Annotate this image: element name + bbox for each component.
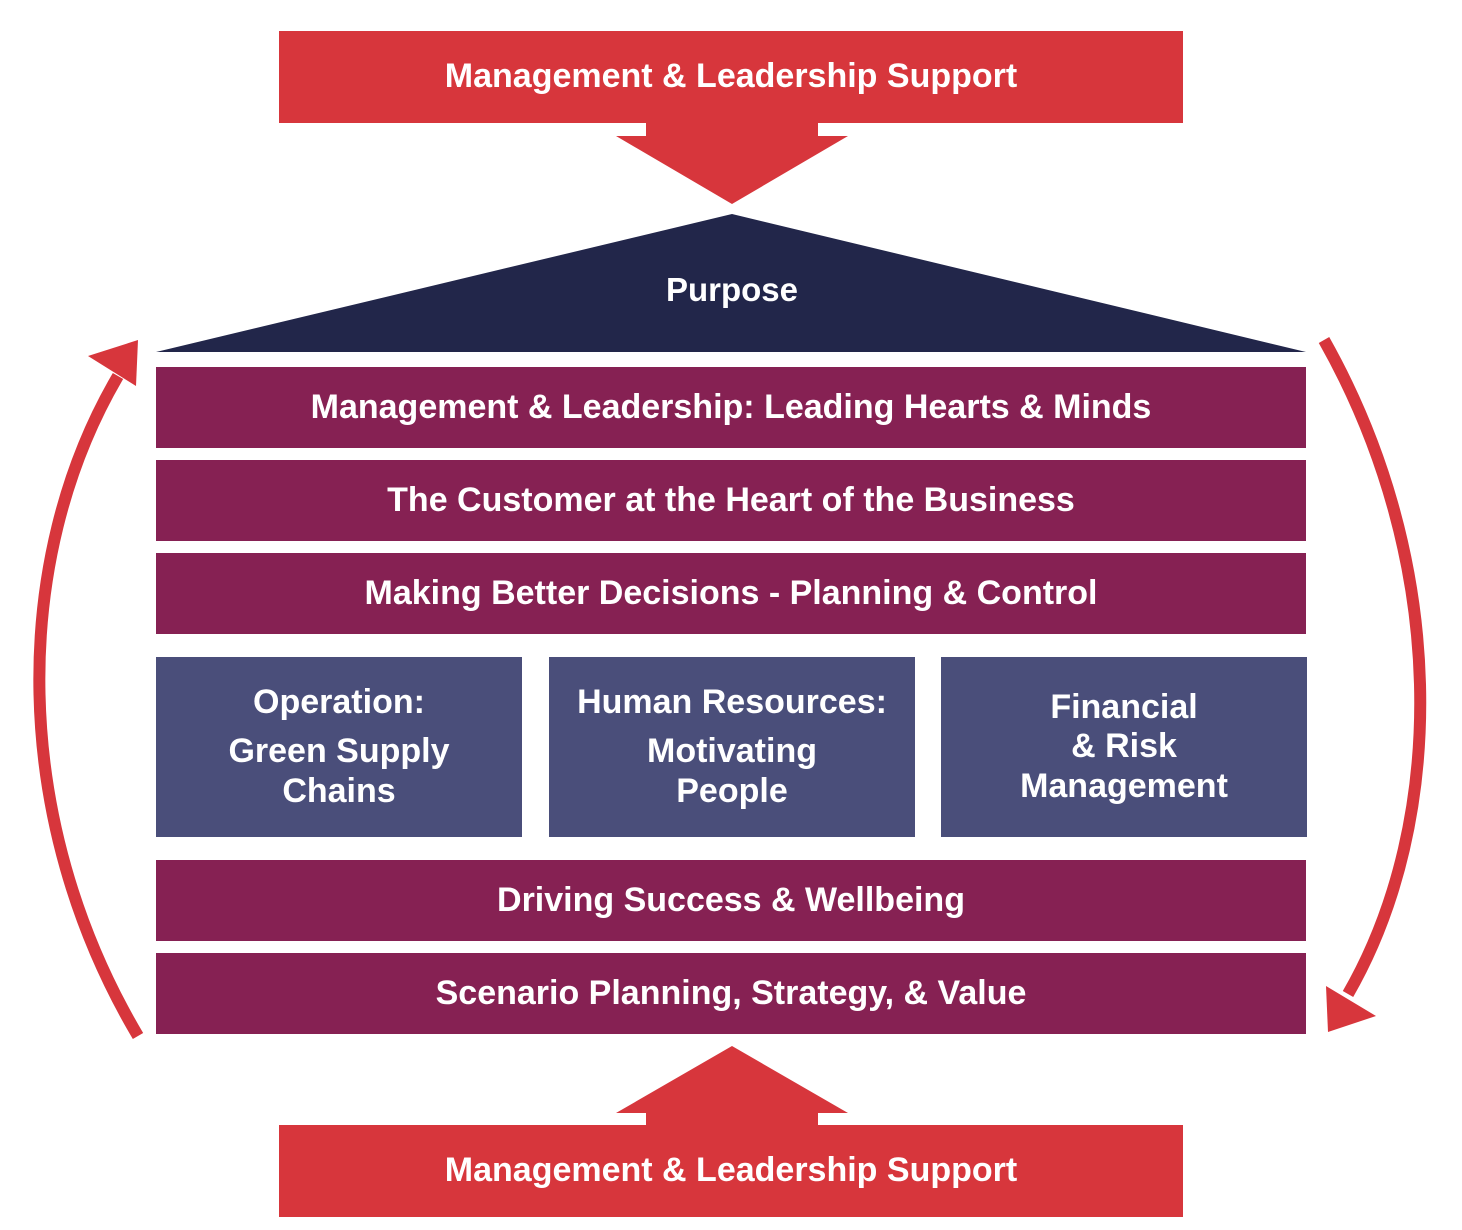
bottom-support-label: Management & Leadership Support <box>444 1151 1018 1190</box>
layer-driving-success: Driving Success & Wellbeing <box>156 860 1306 941</box>
pillar-line: Green Supply <box>228 732 450 771</box>
right-cycle-arrowhead-icon <box>1326 986 1376 1032</box>
right-cycle-arrow-icon <box>1318 337 1427 997</box>
layer-leading-hearts-minds: Management & Leadership: Leading Hearts … <box>156 367 1306 448</box>
layer-better-decisions: Making Better Decisions - Planning & Con… <box>156 553 1306 634</box>
layer-scenario-planning: Scenario Planning, Strategy, & Value <box>156 953 1306 1034</box>
layer-label: Making Better Decisions - Planning & Con… <box>364 573 1098 612</box>
purpose-label: Purpose <box>665 271 799 309</box>
pillar-line: Management <box>1020 766 1228 805</box>
pillar-heading: Human Resources: <box>577 683 887 722</box>
top-support-banner: Management & Leadership Support <box>279 31 1183 123</box>
purpose-label-box: Purpose <box>560 268 904 312</box>
pillar-line: Chains <box>282 771 396 810</box>
up-arrow-icon <box>616 1046 848 1126</box>
purpose-roof <box>156 214 1306 352</box>
layer-customer-heart: The Customer at the Heart of the Busines… <box>156 460 1306 541</box>
layer-label: Scenario Planning, Strategy, & Value <box>435 973 1027 1012</box>
layer-label: Management & Leadership: Leading Hearts … <box>310 387 1152 426</box>
pillar-line: People <box>676 771 788 810</box>
pillar-human-resources: Human Resources: Motivating People <box>549 657 915 837</box>
top-support-label: Management & Leadership Support <box>444 57 1018 96</box>
pillar-operation: Operation: Green Supply Chains <box>156 657 522 837</box>
left-cycle-arrowhead-icon <box>88 340 138 386</box>
pillar-line: Financial <box>1050 688 1198 727</box>
pillar-line: & Risk <box>1071 727 1177 766</box>
layer-label: The Customer at the Heart of the Busines… <box>387 480 1075 519</box>
pillar-financial-risk: Financial & Risk Management <box>941 657 1307 837</box>
bottom-support-banner: Management & Leadership Support <box>279 1125 1183 1217</box>
pillar-heading: Operation: <box>253 683 425 722</box>
down-arrow-icon <box>616 122 848 204</box>
pillar-line: Motivating <box>647 732 817 771</box>
left-cycle-arrow-icon <box>33 372 144 1040</box>
layer-label: Driving Success & Wellbeing <box>497 880 965 919</box>
